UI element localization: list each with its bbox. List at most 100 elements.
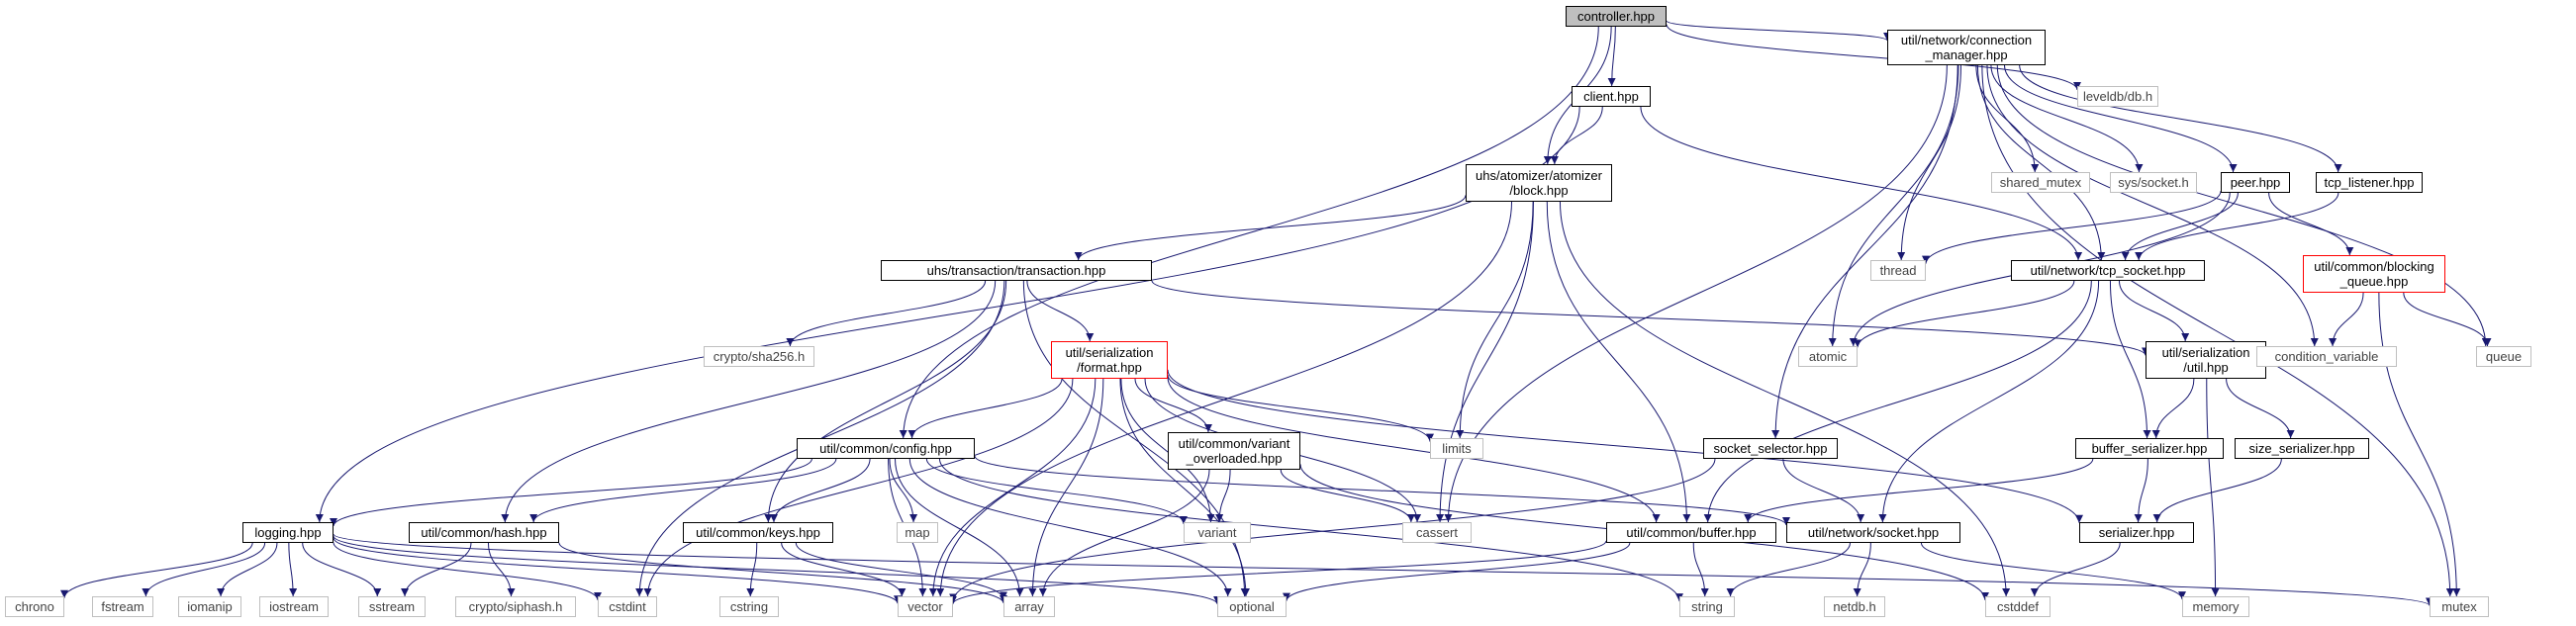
node-client[interactable]: client.hpp <box>1572 86 1651 107</box>
node-blockingqueue[interactable]: util/common/blocking _queue.hpp <box>2303 255 2445 293</box>
edge-config-to-socket <box>974 455 1790 526</box>
edge-logging-to-chrono <box>60 542 253 598</box>
edge-tcplistener-to-tcpsocket <box>2135 192 2339 261</box>
edge-connmgr-to-tcpsocket <box>1976 64 2106 261</box>
edge-config-to-hash <box>529 458 837 523</box>
edge-format-to-variantov <box>1134 378 1212 433</box>
edge-logging-to-optional <box>333 535 1221 605</box>
edge-config-to-array <box>895 458 1024 597</box>
edge-variantov-to-array <box>1038 469 1210 597</box>
node-variant: variant <box>1184 522 1251 543</box>
edge-transaction-to-sha256 <box>786 280 987 347</box>
edge-controller-to-connmgr <box>1666 20 1891 42</box>
edge-controller-to-leveldb <box>1666 24 2081 91</box>
edge-logging-to-iostream <box>288 542 298 597</box>
edge-config-to-string <box>938 458 1683 602</box>
edge-serializer-to-cstddef <box>2030 542 2121 597</box>
edge-tcpsocket-to-socket <box>1878 280 2100 523</box>
edge-controller-to-client <box>1607 26 1616 87</box>
edge-block-to-vector <box>936 201 1513 597</box>
node-chrono: chrono <box>5 596 64 617</box>
node-block[interactable]: uhs/atomizer/atomizer /block.hpp <box>1466 164 1612 202</box>
node-hash[interactable]: util/common/hash.hpp <box>409 522 559 543</box>
node-buffer[interactable]: util/common/buffer.hpp <box>1606 522 1776 543</box>
node-atomic: atomic <box>1798 346 1858 367</box>
edge-socket-to-netdb <box>1853 542 1871 597</box>
edge-logging-to-cstdint <box>333 542 602 601</box>
edge-blockingqueue-to-condvar <box>2329 292 2364 347</box>
node-transaction[interactable]: uhs/transaction/transaction.hpp <box>881 260 1152 281</box>
node-netdb: netdb.h <box>1824 596 1885 617</box>
edge-format-to-cstdint <box>643 378 1074 597</box>
edge-serutil-to-memory <box>2206 378 2220 597</box>
node-sizeser[interactable]: size_serializer.hpp <box>2235 438 2369 459</box>
node-sstream: sstream <box>358 596 426 617</box>
edge-connmgr-to-cassert <box>1444 64 1948 523</box>
node-logging[interactable]: logging.hpp <box>242 522 334 543</box>
node-sha256: crypto/sha256.h <box>704 346 814 367</box>
node-peer[interactable]: peer.hpp <box>2221 172 2290 193</box>
edge-block-to-buffer <box>1546 201 1691 523</box>
edge-logging-to-iomanip <box>217 542 278 597</box>
edge-format-to-optional <box>1119 378 1250 597</box>
node-config[interactable]: util/common/config.hpp <box>797 438 975 459</box>
edge-format-to-variant <box>1120 378 1215 523</box>
edge-format-to-serializer <box>1167 369 2083 523</box>
node-tcpsocket[interactable]: util/network/tcp_socket.hpp <box>2011 260 2205 281</box>
edge-buffer-to-string <box>1692 542 1709 597</box>
node-serializer[interactable]: serializer.hpp <box>2079 522 2194 543</box>
node-format[interactable]: util/serialization /format.hpp <box>1051 341 1168 379</box>
node-vector: vector <box>898 596 953 617</box>
edge-tcpsocket-to-serutil <box>2118 280 2190 342</box>
edge-config-to-map <box>889 458 918 523</box>
edge-tcpsocket-to-buffer <box>1703 280 2092 523</box>
edge-connmgr-to-peer <box>2004 64 2238 173</box>
edge-block-to-limits <box>1456 201 1534 439</box>
node-tcplistener[interactable]: tcp_listener.hpp <box>2316 172 2423 193</box>
node-controller[interactable]: controller.hpp <box>1566 6 1667 27</box>
edge-connmgr-to-thread <box>1897 64 1961 261</box>
edge-buffer-to-vector <box>949 540 1607 605</box>
node-keys[interactable]: util/common/keys.hpp <box>683 522 833 543</box>
edge-block-to-cstddef <box>1559 201 2011 597</box>
edge-sizeser-to-serializer <box>2152 458 2282 523</box>
edge-blockingqueue-to-mutex <box>2378 292 2461 597</box>
edge-tcpsocket-to-bufser <box>2109 280 2151 439</box>
edge-connmgr-to-condvar <box>1986 64 2319 347</box>
edge-format-to-config <box>907 378 1063 439</box>
node-optional: optional <box>1217 596 1287 617</box>
node-bufser[interactable]: buffer_serializer.hpp <box>2075 438 2224 459</box>
edge-hash-to-siphash <box>487 542 516 597</box>
edge-transaction-to-serutil <box>1151 280 2149 356</box>
node-syssocket: sys/socket.h <box>2110 172 2197 193</box>
node-fstream: fstream <box>92 596 153 617</box>
node-siphash: crypto/siphash.h <box>455 596 576 617</box>
node-connmgr[interactable]: util/network/connection _manager.hpp <box>1887 30 2046 65</box>
node-array: array <box>1003 596 1055 617</box>
edge-transaction-to-hash <box>501 280 997 523</box>
node-sockselector[interactable]: socket_selector.hpp <box>1703 438 1838 459</box>
edge-connmgr-to-syssocket <box>1990 64 2144 173</box>
edge-connmgr-to-sockselector <box>1771 64 1958 439</box>
edge-serutil-to-bufser <box>2151 378 2195 439</box>
edge-hash-to-array <box>558 542 1007 604</box>
node-iomanip: iomanip <box>178 596 241 617</box>
edge-serutil-to-sizeser <box>2226 378 2295 439</box>
node-socket[interactable]: util/network/socket.hpp <box>1786 522 1960 543</box>
node-map: map <box>897 522 938 543</box>
edge-buffer-to-optional <box>1283 542 1631 601</box>
edge-client-to-block <box>1550 106 1603 165</box>
node-condvar: condition_variable <box>2256 346 2397 367</box>
edge-client-to-logging <box>315 106 1580 523</box>
edge-block-to-cassert <box>1436 201 1534 523</box>
node-iostream: iostream <box>259 596 329 617</box>
edge-config-to-optional <box>908 458 1232 597</box>
edge-connmgr-to-queue <box>1996 64 2490 347</box>
edge-connmgr-to-tcplistener <box>2019 64 2342 173</box>
edge-logging-to-fstream <box>142 542 266 597</box>
node-variantov[interactable]: util/common/variant _overloaded.hpp <box>1168 432 1300 470</box>
edge-keys-to-cstring <box>746 542 758 597</box>
node-serutil[interactable]: util/serialization /util.hpp <box>2146 341 2266 379</box>
edge-client-to-tcpsocket <box>1640 106 2083 261</box>
